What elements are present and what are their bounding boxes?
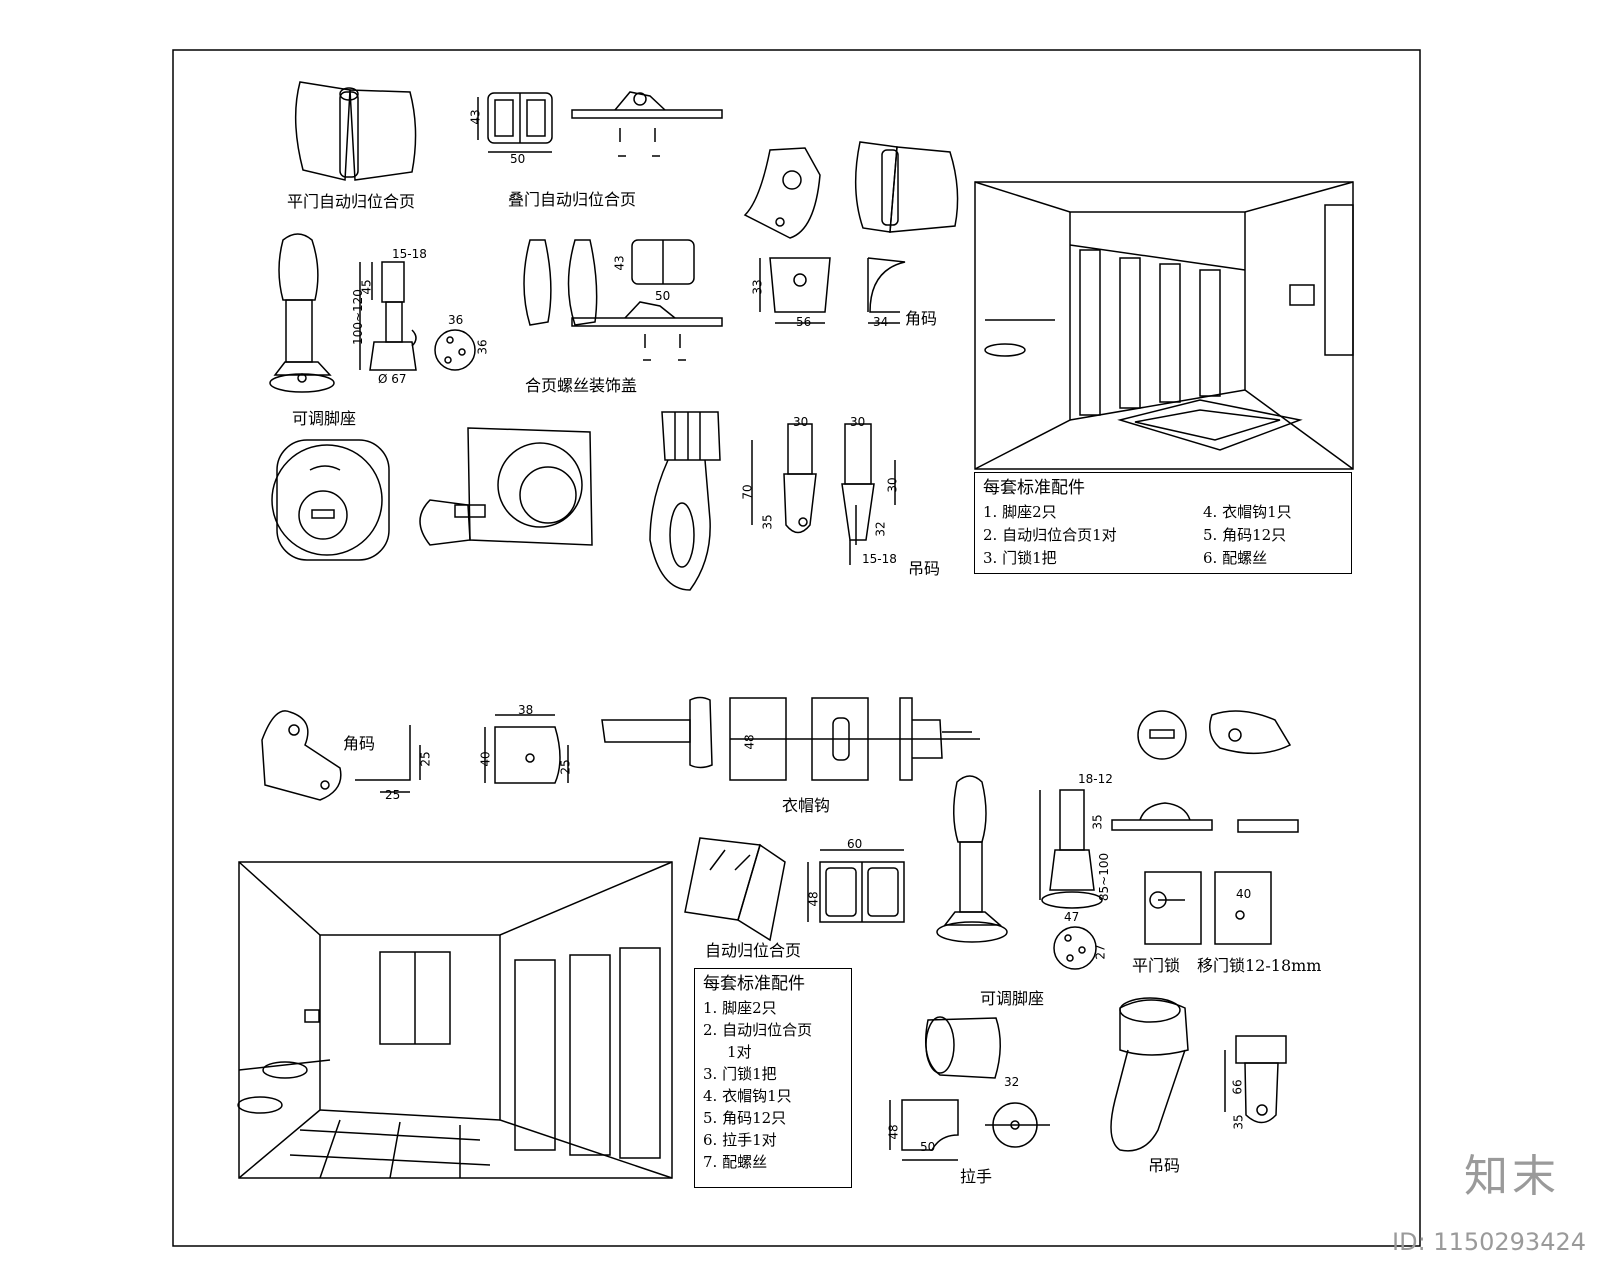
- dim-25b: 25: [385, 788, 401, 802]
- parts-item: 6. 配螺丝: [1203, 549, 1268, 567]
- parts-item: 2. 自动归位合页1对: [983, 526, 1117, 544]
- door-lock-front-drawing: [271, 439, 390, 561]
- label-yimen-lock: 移门锁12-18mm: [1197, 956, 1322, 975]
- label-pingmen-lock: 平门锁: [1132, 956, 1181, 975]
- pull-handle-drawing: [889, 1016, 1050, 1161]
- parts-item: 1. 脚座2只: [703, 999, 777, 1017]
- dim-43: 43: [468, 109, 483, 125]
- dim-30a: 30: [793, 415, 809, 429]
- asset-id: ID: 1150293424: [1392, 1228, 1586, 1256]
- dim-32: 32: [873, 521, 888, 537]
- lock-knob-bottom-drawing: [1111, 710, 1299, 945]
- dim-35b: 35: [1231, 1114, 1246, 1130]
- label-pull: 拉手: [960, 1167, 993, 1186]
- parts-item: 4. 衣帽钩1只: [1203, 503, 1292, 521]
- dim-25a: 25: [558, 759, 573, 775]
- label-hanger: 吊码: [908, 559, 941, 578]
- dim-30b: 30: [850, 415, 866, 429]
- dim-56: 56: [796, 315, 812, 329]
- parts-item: 1对: [727, 1043, 752, 1061]
- label-hinge-screw-cap: 合页螺丝装饰盖: [525, 376, 638, 395]
- door-lock-side-drawing: [419, 427, 593, 546]
- hinge-screw-cap-drawing: [523, 239, 723, 361]
- parts-right-column: 4. 衣帽钩1只 5. 角码12只 6. 配螺丝: [1203, 501, 1292, 570]
- parts-left-column: 1. 脚座2只 2. 自动归位合页1对 3. 门锁1把: [983, 501, 1117, 570]
- dim-40b: 40: [1236, 887, 1252, 901]
- parts-item: 4. 衣帽钩1只: [703, 1087, 792, 1105]
- parts-item: 3. 门锁1把: [703, 1065, 777, 1083]
- label-adjustable-foot: 可调脚座: [292, 409, 357, 428]
- dim-100-120: 100~120: [350, 289, 365, 345]
- standard-parts-box-bottom: 每套标准配件 1. 脚座2只 2. 自动归位合页 1对 3. 门锁1把 4. 衣…: [694, 968, 852, 1188]
- label-auto-hinge: 自动归位合页: [705, 941, 802, 960]
- brand-watermark: 知末: [1464, 1151, 1560, 1202]
- sheet-frame: [172, 49, 1421, 1247]
- bottom-perspective-drawing: [237, 861, 673, 1179]
- dim-85-100: 85~100: [1097, 852, 1112, 902]
- dim-50b: 50: [655, 289, 671, 303]
- hinge-3d-drawing: [854, 141, 959, 233]
- dim-47: 47: [1064, 910, 1080, 924]
- parts-item: 6. 拉手1对: [703, 1131, 777, 1149]
- adjustable-foot-bottom-drawing: [936, 775, 1103, 970]
- dim-15-18b: 15-18: [862, 552, 897, 566]
- hanger-3d-drawing: [649, 411, 721, 591]
- corner-code-elevation-drawing: [759, 257, 906, 324]
- parts-item: 5. 角码12只: [703, 1109, 787, 1127]
- parts-box-title: 每套标准配件: [983, 478, 1085, 498]
- label-hanger-bottom: 吊码: [1148, 1156, 1181, 1175]
- coat-hook-drawing: [601, 696, 980, 781]
- dim-48b: 48: [806, 891, 821, 907]
- dim-60: 60: [847, 837, 863, 851]
- label-pingmen-hinge: 平门自动归位合页: [287, 192, 416, 211]
- dim-15-18: 15-18: [392, 247, 427, 261]
- corner-code-3d-drawing: [743, 147, 821, 239]
- label-corner-code: 角码: [905, 309, 938, 328]
- parts-box-title: 每套标准配件: [703, 974, 805, 994]
- dim-70: 70: [740, 484, 755, 500]
- hanger-bottom-drawing: [1110, 997, 1287, 1152]
- pingmen-hinge-drawing: [294, 81, 417, 181]
- dim-35: 35: [760, 514, 775, 530]
- corner-code-bottom-elevation-drawing: [484, 714, 569, 784]
- dim-50-bottom: 50: [920, 1140, 936, 1154]
- auto-hinge-bottom-drawing: [684, 837, 905, 942]
- dim-48c: 48: [886, 1124, 901, 1140]
- corner-code-bottom-drawing: [261, 710, 421, 801]
- dim-36b: 36: [475, 339, 490, 355]
- dim-35a: 35: [1090, 814, 1105, 830]
- dim-40: 40: [478, 751, 493, 767]
- dim-33: 33: [750, 279, 765, 295]
- dim-66: 66: [1230, 1079, 1245, 1095]
- diemen-hinge-drawing: [477, 91, 723, 157]
- dim-25c: 25: [418, 751, 433, 767]
- dim-27: 27: [1093, 944, 1108, 960]
- adjustable-foot-section-drawing: [359, 261, 476, 371]
- parts-item: 3. 门锁1把: [983, 549, 1057, 567]
- standard-parts-box-top: 每套标准配件 1. 脚座2只 2. 自动归位合页1对 3. 门锁1把 4. 衣帽…: [974, 472, 1352, 574]
- dim-32-bottom: 32: [1004, 1075, 1020, 1089]
- dim-30c: 30: [885, 477, 900, 493]
- label-corner-code-bottom: 角码: [343, 734, 376, 753]
- dim-48a: 48: [742, 734, 757, 750]
- dim-18-12: 18-12: [1078, 772, 1113, 786]
- parts-item: 1. 脚座2只: [983, 503, 1057, 521]
- parts-item: 2. 自动归位合页: [703, 1021, 813, 1039]
- dim-36: 36: [448, 313, 464, 327]
- dim-50: 50: [510, 152, 526, 166]
- hanger-elevation-drawing: [751, 423, 896, 565]
- parts-item: 5. 角码12只: [1203, 526, 1287, 544]
- adjustable-foot-3d-drawing: [269, 233, 335, 393]
- dim-45: 45: [359, 279, 374, 295]
- dim-43b: 43: [612, 255, 627, 271]
- dim-38: 38: [518, 703, 534, 717]
- top-perspective-drawing: [974, 181, 1354, 470]
- parts-item: 7. 配螺丝: [703, 1153, 768, 1171]
- dim-67: Ø 67: [378, 372, 407, 386]
- label-adjustable-foot-bottom: 可调脚座: [980, 989, 1045, 1008]
- dim-34: 34: [873, 315, 889, 329]
- label-coat-hook: 衣帽钩: [782, 796, 831, 815]
- label-diemen-hinge: 叠门自动归位合页: [508, 190, 637, 209]
